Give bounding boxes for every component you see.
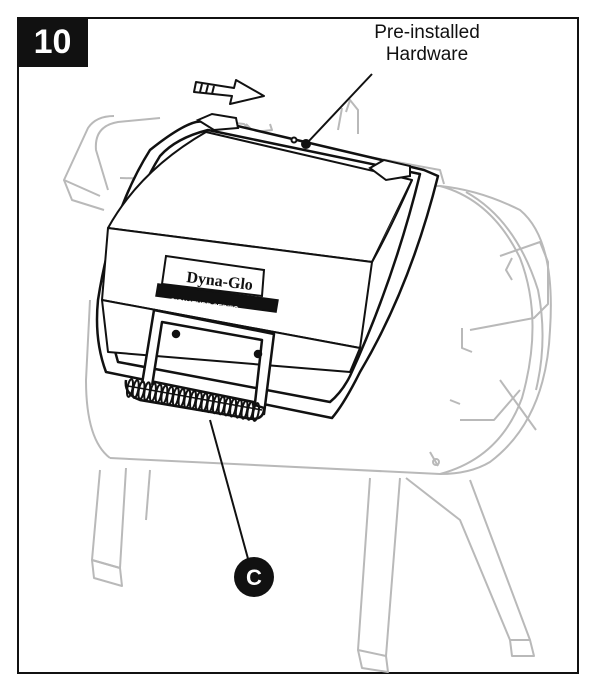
callout-line-2: Hardware <box>385 44 469 65</box>
ghost-grill-body <box>63 99 552 673</box>
step-number: 10 <box>33 22 72 61</box>
coil-ring <box>252 402 260 422</box>
step-number-badge: 10 <box>17 17 88 67</box>
part-c-leader-line <box>209 419 251 567</box>
hinge-hardware <box>195 112 411 182</box>
part-c-letter: C <box>246 565 262 590</box>
brand-logo-plate: Dyna-Glo SIGNATURE SERIES <box>155 254 279 313</box>
hardware-callout-label: Pre-installed Hardware <box>342 22 512 66</box>
slide-direction-arrow <box>193 79 265 105</box>
handle-grip-coil <box>124 378 266 422</box>
callout-line-1: Pre-installed <box>374 22 480 43</box>
callout-leader-line <box>307 73 373 143</box>
part-c-marker: C <box>234 557 274 597</box>
